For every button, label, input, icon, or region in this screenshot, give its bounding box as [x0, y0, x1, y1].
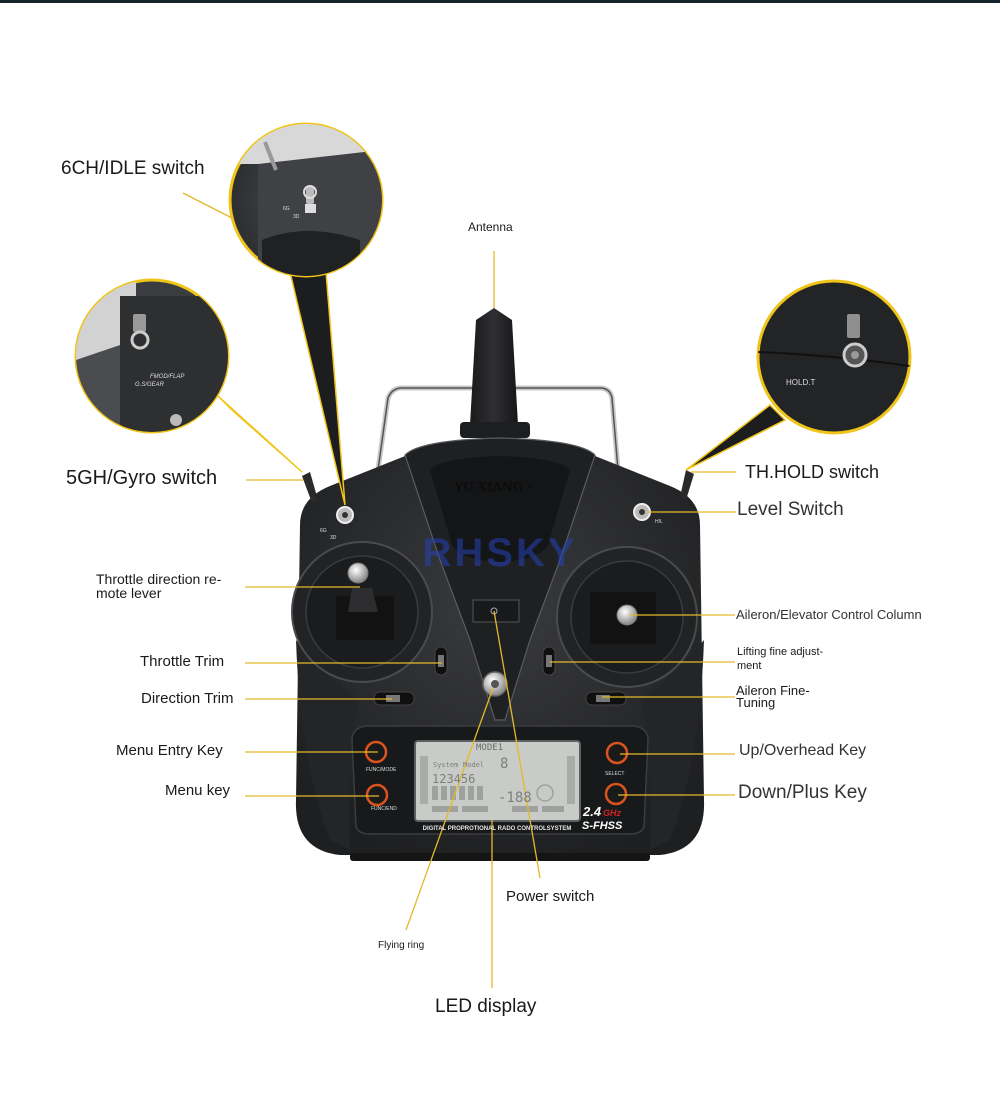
lcd-value: -188	[498, 790, 532, 806]
label-level-switch: Level Switch	[737, 499, 844, 520]
inset-pointer-thhold	[685, 404, 787, 471]
lcd-system: System	[433, 761, 458, 769]
switch-6g-text: 6G	[320, 528, 327, 534]
label-menu-key: Menu key	[165, 782, 231, 799]
antenna-shape	[470, 308, 518, 425]
label-menu-entry: Menu Entry Key	[116, 742, 223, 759]
label-5gh-gyro: 5GH/Gyro switch	[66, 467, 218, 489]
inset-hold-text: HOLD.T	[786, 378, 815, 387]
label-throttle-lever: Throttle direction re- mote lever	[96, 572, 221, 600]
label-lifting-fine-line2: ment	[737, 659, 762, 672]
up-button	[605, 741, 629, 765]
label-lifting-fine-line1: Lifting fine adjust-	[737, 646, 824, 658]
power-switch-window	[472, 599, 520, 623]
inset-3d-text: 3D	[293, 214, 300, 220]
leader-lines	[182, 192, 736, 988]
label-lifting-fine: Lifting fine adjust- ment	[737, 646, 824, 672]
lcd-digits: 123456	[432, 772, 475, 786]
label-flying-ring: Flying ring	[378, 940, 425, 951]
func-end-button	[365, 783, 389, 807]
down-button	[604, 782, 628, 806]
lcd-model-num: 8	[500, 756, 508, 772]
label-down-plus: Down/Plus Key	[738, 782, 867, 803]
label-power-switch: Power switch	[506, 888, 595, 905]
bottom-band-text: DIGITAL PROPROTIONAL RADO CONTROLSYSTEM	[423, 826, 572, 832]
freq-unit-text: GHz	[603, 808, 622, 818]
leader-flying-ring	[405, 687, 494, 931]
funcend-text: FUNC/END	[371, 806, 397, 812]
th-hold-toggle	[680, 470, 694, 500]
label-aileron-elevator: Aileron/Elevator Control Column	[736, 607, 922, 622]
inset-pointer-5gh	[217, 395, 303, 473]
label-throttle-lever-line1: Throttle direction re-	[96, 571, 222, 587]
label-antenna: Antenna	[468, 220, 513, 234]
inset-pointer-6ch	[289, 271, 346, 506]
label-direction-trim: Direction Trim	[141, 690, 234, 707]
label-throttle-trim: Throttle Trim	[140, 653, 225, 670]
switch-hl-text: H/L	[655, 519, 663, 525]
inset-fmod-text: FMOD/FLAP	[150, 374, 184, 380]
select-text: SELECT	[605, 771, 624, 777]
freq-text: 2.4	[582, 804, 602, 819]
label-6ch-idle: 6CH/IDLE switch	[61, 158, 205, 179]
funcmode-text: FUNC/MODE	[366, 767, 397, 773]
lcd-screen	[414, 740, 581, 822]
label-th-hold: TH.HOLD switch	[745, 462, 880, 482]
protocol-text: S-FHSS	[582, 820, 623, 832]
watermark-logo: RHSKY	[422, 531, 577, 575]
top-edge-strip	[0, 0, 1000, 3]
throttle-stick-knob	[347, 562, 369, 584]
inset-6g-text: 6G	[283, 206, 290, 212]
leader-6ch	[182, 192, 233, 219]
5gh-gyro-toggle	[302, 472, 318, 503]
lcd-model: Model	[463, 761, 484, 769]
inset-gsgear-text: G.S/GEAR	[135, 382, 165, 388]
leader-power	[493, 610, 541, 879]
label-up-overhead: Up/Overhead Key	[739, 742, 867, 759]
brand-text: YU XIANG ·	[453, 480, 531, 494]
switch-3d-text: 3D	[330, 535, 337, 541]
label-throttle-lever-line2: mote lever	[96, 584, 162, 601]
label-aileron-fine-line2: Tuning	[736, 694, 776, 710]
label-aileron-fine-line1: Aileron Fine-	[736, 683, 810, 698]
label-led-display: LED display	[435, 996, 537, 1017]
lcd-mode: MODE1	[476, 743, 503, 753]
label-aileron-fine: Aileron Fine- Tuning	[736, 684, 810, 709]
